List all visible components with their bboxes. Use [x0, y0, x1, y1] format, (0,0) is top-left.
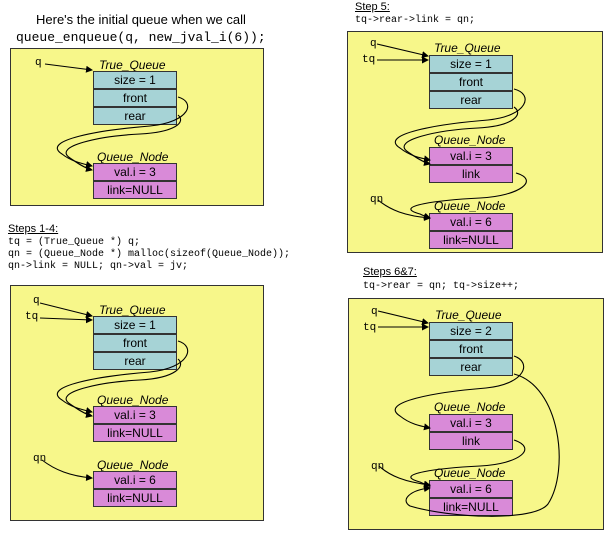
- node-link-cell: link: [429, 165, 513, 183]
- front-cell: front: [93, 89, 177, 107]
- queue-node-title: Queue_Node: [97, 150, 169, 164]
- queue-node-title: Queue_Node: [434, 400, 506, 414]
- step-5-label: Step 5:: [355, 1, 390, 13]
- node-val-cell: val.i = 3: [93, 406, 177, 424]
- node-link-cell: link: [429, 432, 513, 450]
- new-node-title: Queue_Node: [97, 458, 169, 472]
- intro-code: queue_enqueue(q, new_jval_i(6));: [16, 30, 266, 45]
- steps-6-7-code: tq->rear = qn; tq->size++;: [363, 281, 520, 292]
- panel-steps-1-4: q tq True_Queue size = 1 front rear Queu…: [10, 285, 264, 521]
- var-q: q: [33, 295, 40, 307]
- node-link-cell: link=NULL: [93, 424, 177, 442]
- true-queue-title: True_Queue: [99, 303, 166, 317]
- steps-1-4-code-line-2: qn = (Queue_Node *) malloc(sizeof(Queue_…: [8, 249, 291, 260]
- steps-1-4-code-line-3: qn->link = NULL; qn->val = jv;: [8, 261, 189, 272]
- node-link-cell: link=NULL: [93, 181, 177, 199]
- var-qn: qn: [371, 461, 385, 473]
- new-node-title: Queue_Node: [434, 199, 506, 213]
- front-cell: front: [429, 340, 513, 358]
- var-q: q: [370, 38, 377, 50]
- panel-steps-6-7: q tq True_Queue size = 2 front rear Queu…: [348, 298, 604, 530]
- rear-cell: rear: [93, 352, 177, 370]
- var-tq: tq: [25, 311, 39, 323]
- true-queue-title: True_Queue: [434, 41, 501, 55]
- step-5-code: tq->rear->link = qn;: [355, 15, 476, 26]
- intro-caption: Here's the initial queue when we call: [36, 12, 246, 27]
- rear-cell: rear: [429, 91, 513, 109]
- node-val-cell: val.i = 3: [429, 147, 513, 165]
- size-cell: size = 1: [429, 55, 513, 73]
- steps-1-4-label: Steps 1-4:: [8, 223, 59, 235]
- new-node-title: Queue_Node: [434, 466, 506, 480]
- var-q: q: [371, 306, 378, 318]
- node-val-cell: val.i = 3: [93, 163, 177, 181]
- front-cell: front: [93, 334, 177, 352]
- var-qn: qn: [33, 453, 47, 465]
- true-queue-title: True_Queue: [99, 58, 166, 72]
- steps-1-4-code-line-1: tq = (True_Queue *) q;: [8, 237, 141, 248]
- new-node-val-cell: val.i = 6: [429, 213, 513, 231]
- var-q: q: [35, 57, 42, 69]
- var-tq: tq: [362, 54, 376, 66]
- front-cell: front: [429, 73, 513, 91]
- panel-initial: q True_Queue size = 1 front rear Queue_N…: [10, 48, 264, 206]
- new-node-val-cell: val.i = 6: [93, 471, 177, 489]
- new-node-link-cell: link=NULL: [429, 231, 513, 249]
- size-cell: size = 1: [93, 316, 177, 334]
- node-val-cell: val.i = 3: [429, 414, 513, 432]
- queue-node-title: Queue_Node: [434, 133, 506, 147]
- var-qn: qn: [370, 194, 384, 206]
- true-queue-title: True_Queue: [435, 308, 502, 322]
- new-node-val-cell: val.i = 6: [429, 480, 513, 498]
- var-tq: tq: [363, 322, 377, 334]
- rear-cell: rear: [93, 107, 177, 125]
- size-cell: size = 2: [429, 322, 513, 340]
- size-cell: size = 1: [93, 71, 177, 89]
- panel-step-5: q tq True_Queue size = 1 front rear Queu…: [347, 31, 603, 253]
- rear-cell: rear: [429, 358, 513, 376]
- queue-node-title: Queue_Node: [97, 393, 169, 407]
- new-node-link-cell: link=NULL: [429, 498, 513, 516]
- new-node-link-cell: link=NULL: [93, 489, 177, 507]
- steps-6-7-label: Steps 6&7:: [363, 266, 417, 278]
